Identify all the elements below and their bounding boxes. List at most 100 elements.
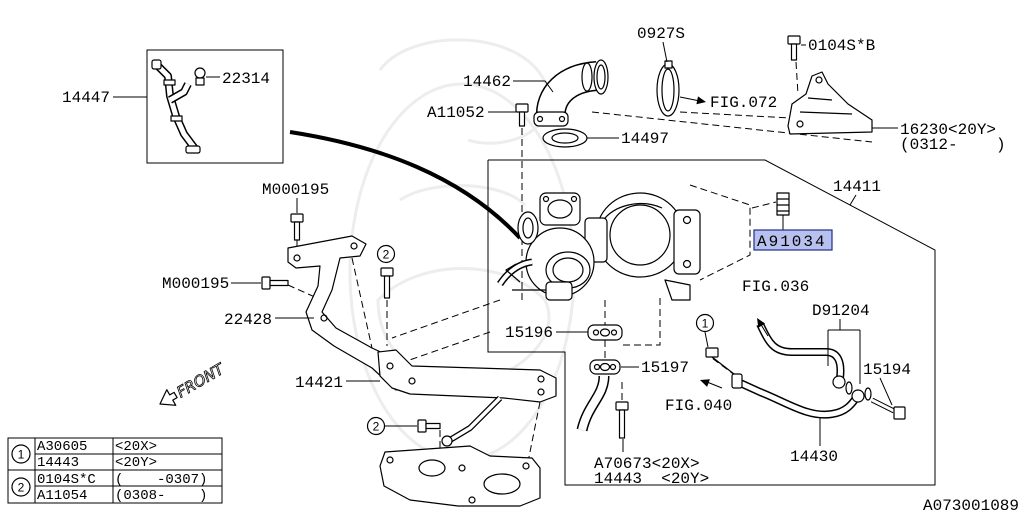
oil-return-pipe <box>576 375 610 432</box>
callout-label-alt[interactable]: 14443 <20Y> <box>594 470 709 488</box>
gasket-14497 <box>542 128 588 148</box>
bracket-16230 <box>787 71 873 135</box>
callout-label[interactable]: D91204 <box>812 302 870 320</box>
turbocharger-14411 <box>497 192 701 301</box>
bolt-M000195-top <box>290 213 304 241</box>
callout-22314[interactable]: 22314 <box>206 70 270 88</box>
callout-label[interactable]: A91034 <box>757 233 827 251</box>
ref-number[interactable]: 2 <box>373 420 380 434</box>
gasket-15197 <box>589 359 621 375</box>
washers <box>845 381 872 401</box>
arrow-up-left-icon <box>757 318 766 328</box>
mounting-plate <box>379 445 541 507</box>
callout-label[interactable]: M000195 <box>262 181 329 199</box>
callout-14497[interactable]: 14497 <box>587 130 669 148</box>
callout-15196[interactable]: 15196 <box>505 324 588 342</box>
callout-A70673[interactable]: A70673<20X> 14443 <20Y> <box>594 439 709 488</box>
callout-15197[interactable]: 15197 <box>621 359 689 377</box>
link-fig-072[interactable]: FIG.072 <box>679 94 777 112</box>
bolt-15194 <box>870 397 906 420</box>
legend-variant: ( -0307) <box>115 472 207 488</box>
callout-14430[interactable]: 14430 <box>790 418 838 466</box>
legend-row-2: 2 0104S*C ( -0307) A11054 (0308- ) <box>11 472 207 504</box>
callout-label[interactable]: 14497 <box>621 130 669 148</box>
callout-label[interactable]: 14411 <box>833 178 881 196</box>
ref-number[interactable]: 1 <box>702 317 709 331</box>
pipe-D91204 <box>756 322 846 389</box>
callout-label[interactable]: 22314 <box>222 70 270 88</box>
callout-label[interactable]: M000195 <box>162 275 229 293</box>
callout-label[interactable]: A70673<20X> <box>594 455 700 473</box>
legend-part[interactable]: 14443 <box>37 455 79 471</box>
callout-15194[interactable]: 15194 <box>863 361 911 406</box>
callout-14411[interactable]: 14411 <box>833 178 881 206</box>
reference-arrow <box>289 130 522 240</box>
callout-0927S[interactable]: 0927S <box>637 25 685 63</box>
callout-label[interactable]: 14447 <box>62 89 110 107</box>
gasket-15196 <box>587 324 623 341</box>
clip-22314 <box>194 67 206 86</box>
link-label[interactable]: FIG.040 <box>665 397 732 415</box>
bolt-A70673 <box>615 401 629 439</box>
callout-label[interactable]: 16230<20Y> <box>900 121 996 139</box>
callout-A11052[interactable]: A11052 <box>427 104 516 122</box>
callout-label[interactable]: 15194 <box>863 361 911 379</box>
callout-label[interactable]: 14421 <box>295 374 343 392</box>
pipe-14430 <box>731 373 865 419</box>
selection-highlight <box>753 229 833 251</box>
link-fig-040[interactable]: FIG.040 <box>665 379 732 415</box>
arrow-left-icon <box>700 379 710 387</box>
callout-22428[interactable]: 22428 <box>224 311 314 329</box>
callout-label[interactable]: 15196 <box>505 324 553 342</box>
bolt-ref-2-top <box>380 267 394 299</box>
callout-D91204[interactable]: D91204 <box>812 302 870 384</box>
callout-label[interactable]: A11052 <box>427 104 485 122</box>
front-label: FRONT <box>174 359 229 401</box>
legend-part[interactable]: A30605 <box>37 439 87 455</box>
bolt-0104S-B <box>787 35 801 61</box>
callout-A91034-selected[interactable]: A91034 <box>753 229 833 251</box>
front-direction-arrow: FRONT <box>159 359 229 406</box>
callout-M000195-mid[interactable]: M000195 <box>162 275 261 293</box>
legend-variant: <20Y> <box>115 455 157 471</box>
link-label[interactable]: FIG.072 <box>710 94 777 112</box>
callout-ref-2-bottom[interactable]: 2 <box>366 416 418 436</box>
bolt-A11052 <box>515 103 529 127</box>
legend-part[interactable]: A11054 <box>37 488 87 504</box>
callout-14421[interactable]: 14421 <box>295 374 380 392</box>
callout-0104S-B[interactable]: 0104S*B <box>801 37 875 55</box>
legend-ref: 1 <box>18 448 25 462</box>
callout-ref-2-top[interactable]: 2 <box>376 244 396 264</box>
callout-label[interactable]: 22428 <box>224 311 272 329</box>
callout-14447[interactable]: 14447 <box>62 89 147 107</box>
elbow-pipe-14462 <box>533 59 609 127</box>
legend-row-1: 1 A30605 <20X> 14443 <20Y> <box>11 439 157 471</box>
callout-16230[interactable]: 16230<20Y> (0312- ) <box>872 121 1006 154</box>
legend-table: 1 A30605 <20X> 14443 <20Y> 2 0104S*C ( -… <box>7 437 223 504</box>
bolt-ref-1 <box>705 347 735 375</box>
arrow-right-icon <box>696 96 706 105</box>
callout-label[interactable]: 14462 <box>463 73 511 91</box>
callout-14462[interactable]: 14462 <box>463 73 554 93</box>
callout-label[interactable]: 15197 <box>641 359 689 377</box>
callout-range: (0312- ) <box>900 136 1006 154</box>
callout-label[interactable]: 14430 <box>790 448 838 466</box>
link-fig-036[interactable]: FIG.036 <box>742 278 809 337</box>
support-14421 <box>377 349 557 447</box>
link-label[interactable]: FIG.036 <box>742 278 809 296</box>
group-boundary-14411 <box>487 159 936 486</box>
callout-M000195-top[interactable]: M000195 <box>262 181 329 213</box>
stud-A91034 <box>776 192 790 230</box>
callout-label[interactable]: 0104S*B <box>808 37 875 55</box>
callout-ref-1[interactable]: 1 <box>695 313 715 348</box>
clamp-0927S <box>656 60 680 117</box>
hose-assembly-14447 <box>146 49 284 164</box>
diagram-id: A073001089 <box>923 497 1019 512</box>
legend-part[interactable]: 0104S*C <box>37 472 96 488</box>
bolt-ref-2-bottom <box>417 419 441 433</box>
ref-number[interactable]: 2 <box>383 248 390 262</box>
hose-assembly-frame <box>146 49 284 164</box>
callout-label[interactable]: 0927S <box>637 25 685 43</box>
legend-variant: (0308- ) <box>115 488 207 504</box>
